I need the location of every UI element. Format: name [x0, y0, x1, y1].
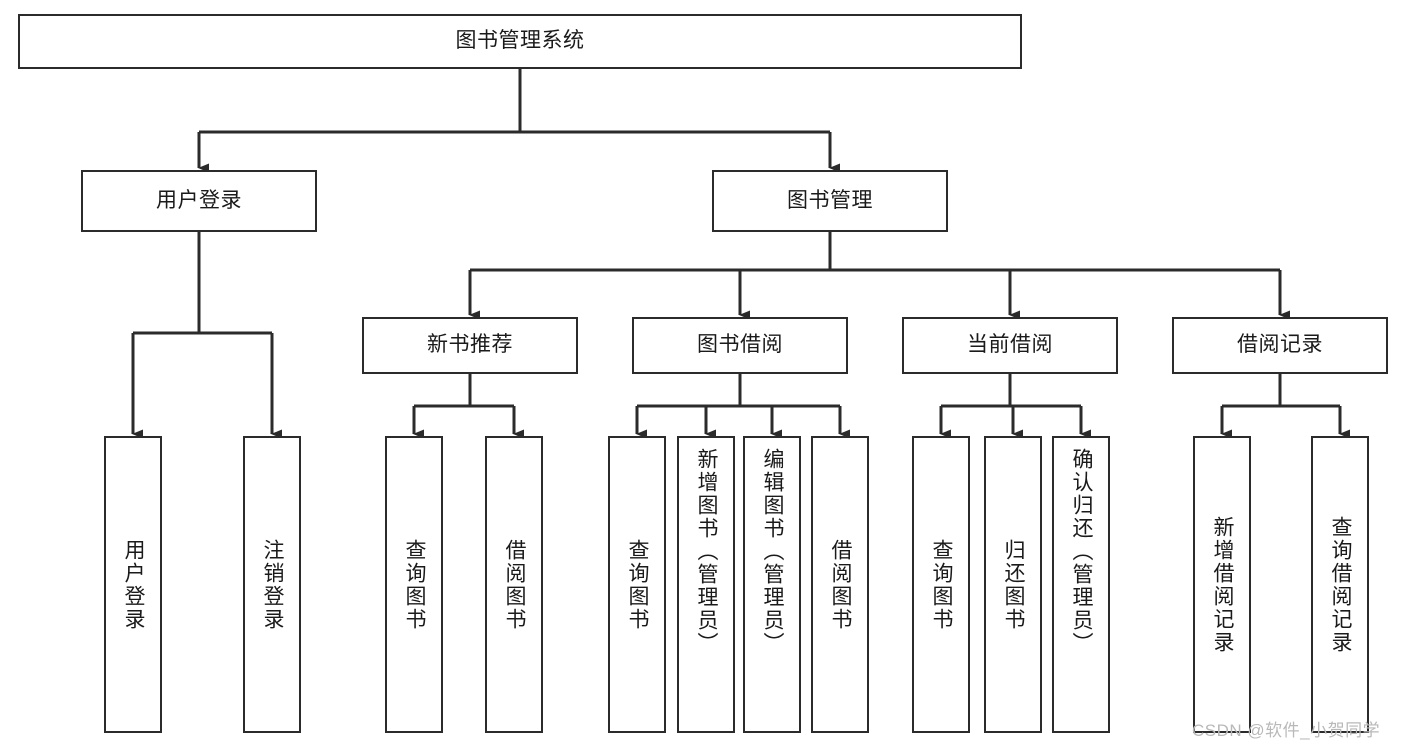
- node-label: 图书借阅: [697, 333, 783, 357]
- node-label: 查询图书: [626, 538, 650, 631]
- node-label: 编辑图书（管理员）: [761, 448, 785, 655]
- node-leaf_query_book_rec[interactable]: 查询图书: [385, 436, 443, 733]
- node-leaf_query_book_borrow[interactable]: 查询图书: [608, 436, 666, 733]
- node-root[interactable]: 图书管理系统: [18, 14, 1022, 69]
- node-label: 新增图书（管理员）: [695, 448, 719, 655]
- node-book_manage[interactable]: 图书管理: [712, 170, 948, 232]
- node-leaf_add_book_admin[interactable]: 新增图书（管理员）: [677, 436, 735, 733]
- node-label: 图书管理: [787, 188, 873, 212]
- node-label: 图书管理系统: [455, 29, 585, 53]
- node-leaf_query_borrow_record[interactable]: 查询借阅记录: [1311, 436, 1369, 733]
- node-new_book_rec[interactable]: 新书推荐: [362, 317, 578, 374]
- node-user_login[interactable]: 用户登录: [81, 170, 317, 232]
- node-label: 借阅图书: [829, 538, 853, 631]
- csdn-watermark: CSDN @软件_小贺同学: [1192, 721, 1381, 740]
- node-label: 查询借阅记录: [1329, 515, 1353, 654]
- node-label: 借阅记录: [1237, 333, 1323, 357]
- node-leaf_return_book[interactable]: 归还图书: [984, 436, 1042, 733]
- connector-group: [131, 69, 1350, 439]
- node-label: 注销登录: [261, 538, 285, 631]
- node-leaf_logout[interactable]: 注销登录: [243, 436, 301, 733]
- node-label: 查询图书: [403, 538, 427, 631]
- node-label: 借阅图书: [503, 538, 527, 631]
- node-leaf_borrow_book[interactable]: 借阅图书: [811, 436, 869, 733]
- node-label: 确认归还（管理员）: [1070, 448, 1094, 655]
- node-label: 用户登录: [156, 188, 242, 212]
- node-leaf_add_borrow_record[interactable]: 新增借阅记录: [1193, 436, 1251, 733]
- node-leaf_user_login[interactable]: 用户登录: [104, 436, 162, 733]
- node-label: 查询图书: [930, 538, 954, 631]
- node-label: 归还图书: [1002, 538, 1026, 631]
- node-book_borrow[interactable]: 图书借阅: [632, 317, 848, 374]
- node-leaf_confirm_return_admin[interactable]: 确认归还（管理员）: [1052, 436, 1110, 733]
- node-leaf_borrow_book_rec[interactable]: 借阅图书: [485, 436, 543, 733]
- node-label: 用户登录: [122, 538, 146, 631]
- node-borrow_record[interactable]: 借阅记录: [1172, 317, 1388, 374]
- node-label: 新增借阅记录: [1211, 515, 1235, 654]
- node-label: 新书推荐: [427, 333, 513, 357]
- node-label: 当前借阅: [967, 333, 1053, 357]
- node-leaf_query_book_current[interactable]: 查询图书: [912, 436, 970, 733]
- node-current_borrow[interactable]: 当前借阅: [902, 317, 1118, 374]
- node-leaf_edit_book_admin[interactable]: 编辑图书（管理员）: [743, 436, 801, 733]
